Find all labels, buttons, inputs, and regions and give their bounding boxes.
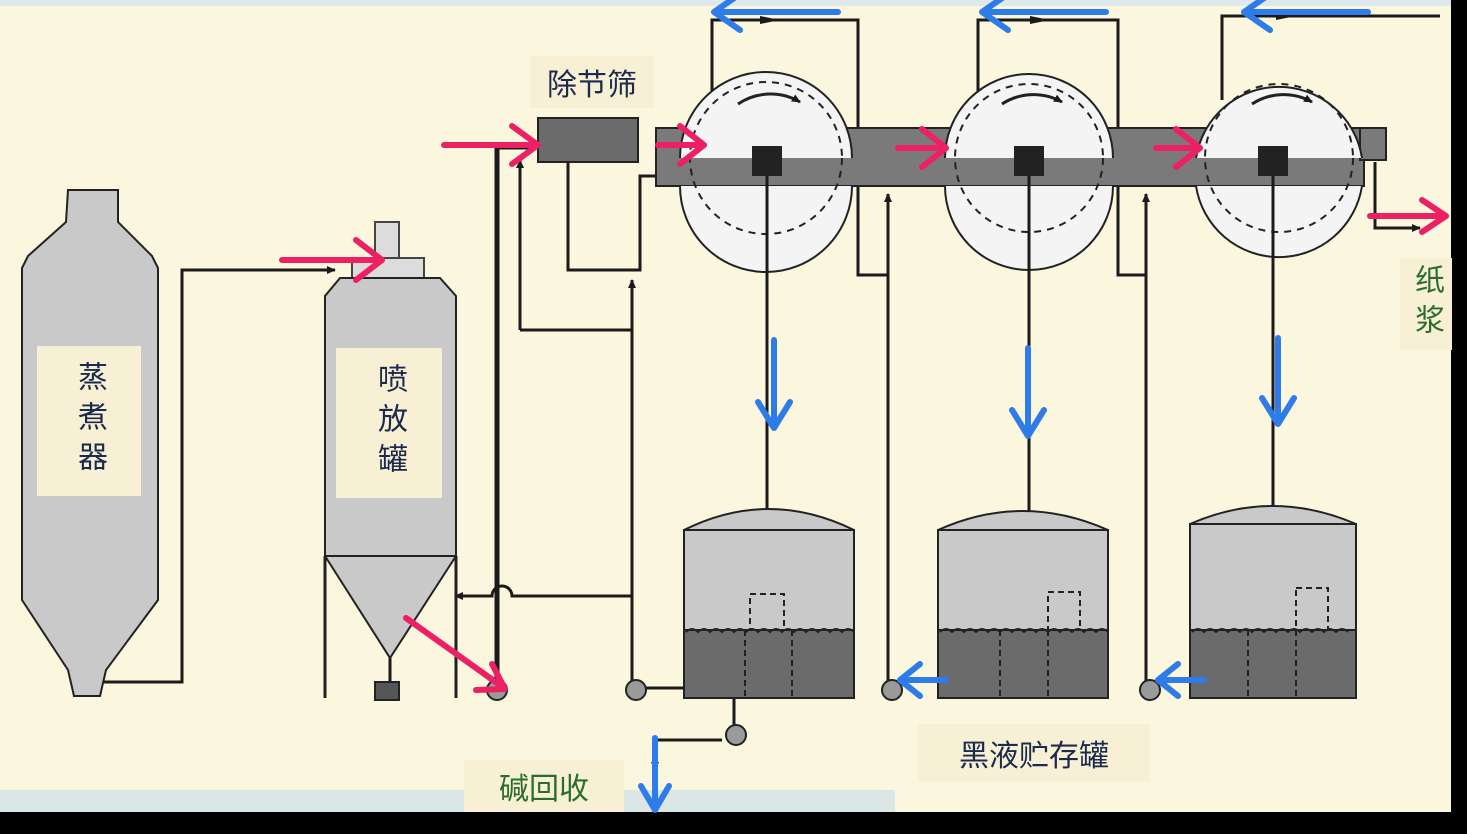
- washer-outlet-box: [1359, 127, 1387, 161]
- washer-1: [679, 71, 853, 273]
- pipe-pulp-outlet: [1373, 162, 1421, 232]
- pink-arrow-icon: [1367, 197, 1449, 235]
- shower-arrow-2: [1030, 16, 1050, 24]
- pink-arrow-icon: [403, 615, 508, 693]
- black-liquor-tank-1: [683, 508, 855, 699]
- blue-arrow-icon: [711, 0, 841, 33]
- blue-arrow-icon: [638, 735, 672, 813]
- pipe-shower-3: [1220, 14, 1440, 100]
- pink-arrow-icon: [1153, 126, 1203, 170]
- blue-arrow-icon: [897, 661, 949, 699]
- pink-arrow-icon: [895, 126, 949, 170]
- pipe-knotter-to-washer: [566, 162, 680, 272]
- blue-arrow-icon: [1241, 0, 1371, 33]
- black-liquor-tank-2: [937, 510, 1109, 699]
- blow-tank-label: 喷放罐: [336, 348, 442, 498]
- blue-arrow-icon: [755, 337, 793, 431]
- pink-arrow-icon: [279, 237, 385, 283]
- pump-circle-icon: [1139, 679, 1161, 701]
- pipe-dilution-to-blowtank: [454, 584, 632, 600]
- pipe-digester-to-blowtank: [100, 266, 336, 684]
- pipe-shower-2: [976, 18, 1146, 277]
- blue-arrow-icon: [1009, 345, 1047, 439]
- pump-circle-icon: [725, 724, 747, 746]
- blue-arrow-icon: [1155, 661, 1207, 699]
- black-liquor-tanks-label: 黑液贮存罐: [918, 724, 1150, 782]
- blue-arrow-icon: [1259, 335, 1297, 427]
- pink-arrow-icon: [441, 123, 541, 167]
- pulp-label: 纸浆: [1400, 258, 1452, 350]
- knotter-screen: [537, 117, 639, 163]
- digester-label: 蒸煮器: [37, 346, 141, 496]
- pink-arrow-icon: [655, 123, 707, 167]
- blue-arrow-icon: [979, 0, 1109, 33]
- washer-3: [1195, 83, 1363, 259]
- pump-circle-icon: [625, 679, 647, 701]
- bottom-strip: [0, 790, 895, 812]
- pump-circle-icon: [881, 679, 903, 701]
- shower-arrow-1: [760, 16, 780, 24]
- knotter-label: 除节筛: [530, 56, 654, 108]
- pipe-shower-1: [710, 18, 888, 277]
- alkali-recovery-label: 碱回收: [464, 760, 624, 812]
- black-liquor-tank-3: [1189, 505, 1357, 699]
